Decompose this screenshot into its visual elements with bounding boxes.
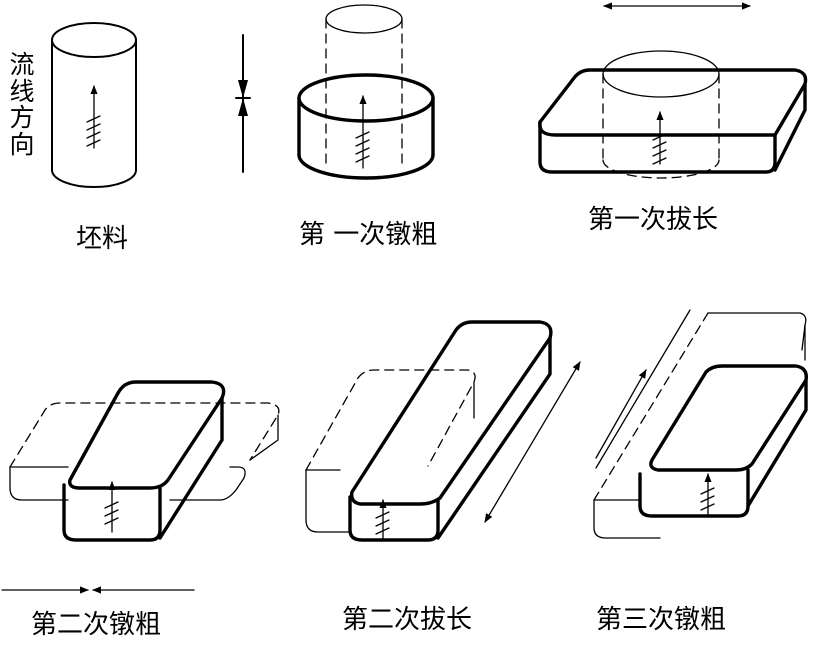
caption-billet: 坯料	[76, 224, 129, 254]
upset2-previous-slab	[9, 402, 280, 501]
flow-direction-label: 流 线 方 向	[8, 50, 36, 159]
draw2-diagonal-arrow	[484, 361, 581, 523]
flow-label-char-4: 向	[9, 129, 35, 159]
flow-label-char-1: 流	[9, 50, 35, 79]
caption-upset2: 第二次镦粗	[31, 610, 162, 640]
upset2-flow-arrow	[104, 481, 119, 533]
upset1-flow-arrow	[355, 95, 370, 169]
billet-flow-arrow	[86, 85, 101, 149]
draw2-flow-arrow	[375, 499, 390, 541]
draw2-long-bar	[348, 320, 553, 542]
upset3-guide-lines	[595, 309, 691, 469]
upset3-block	[638, 364, 808, 518]
flow-label-char-3: 方	[9, 103, 35, 132]
upset3-previous-bar	[593, 312, 807, 539]
draw2-previous-block	[305, 369, 476, 533]
vertical-compression-symbol	[235, 34, 251, 173]
caption-upset3: 第三次镦粗	[596, 605, 727, 635]
caption-draw2: 第二次拔长	[342, 605, 473, 635]
upset3-flow-arrow	[700, 473, 715, 517]
flow-label-char-2: 线	[9, 76, 35, 106]
billet-cylinder	[51, 22, 137, 188]
draw1-flow-arrow	[652, 111, 667, 165]
upset2-block	[62, 380, 226, 542]
upset1-short-cylinder	[297, 73, 435, 180]
caption-draw1: 第一次拔长	[588, 205, 719, 235]
draw1-slab	[538, 68, 808, 174]
upset1-original-cylinder-dashed	[325, 4, 403, 169]
draw1-original-cylinder	[602, 50, 720, 179]
caption-upset1: 第 一次镦粗	[299, 220, 438, 250]
